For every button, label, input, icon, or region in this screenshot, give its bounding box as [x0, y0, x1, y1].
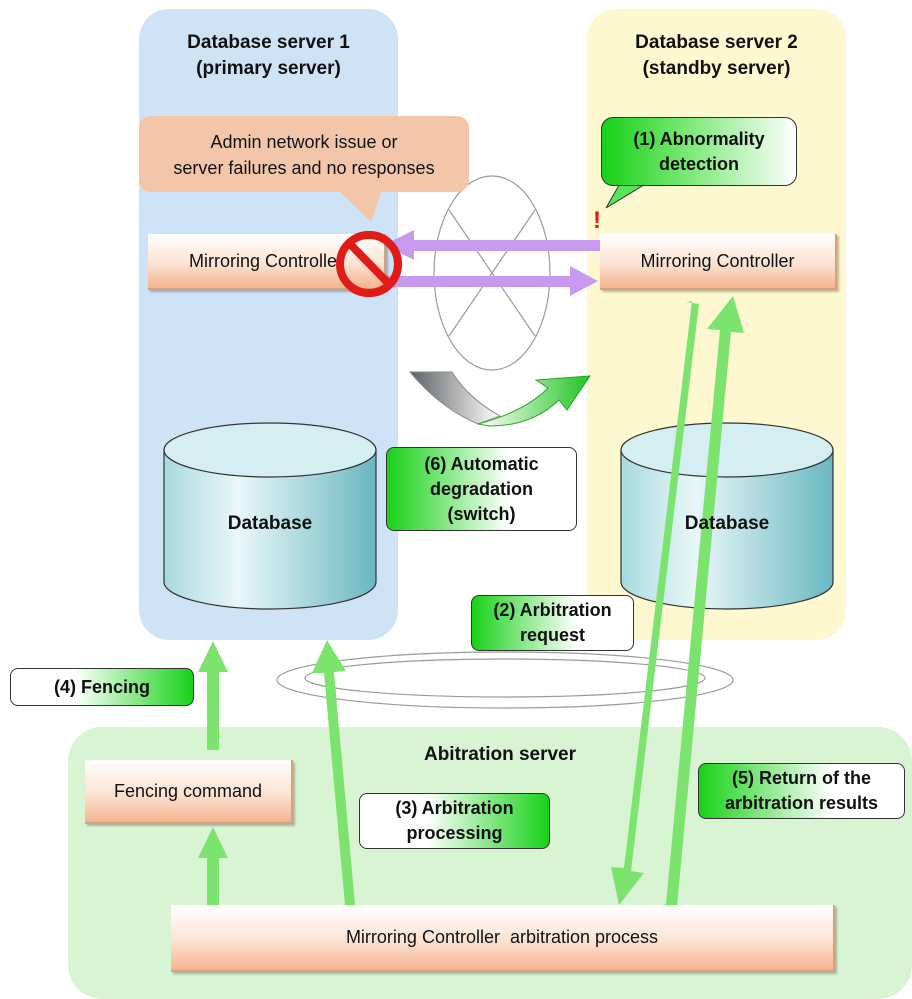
alert-mark: ! — [593, 207, 601, 234]
primary-server-name: Database server 1 — [187, 32, 350, 53]
fencing-command-box: Fencing command — [85, 760, 293, 824]
database-cylinder-primary — [163, 422, 377, 610]
arbitration-process-box: Mirroring Controller arbitration process — [171, 905, 835, 972]
green-arrows — [198, 296, 744, 906]
arbitration-server-title: Abitration server — [423, 744, 577, 765]
arrow-command-head — [198, 827, 228, 858]
step-4-label: (4) Fencing — [10, 668, 194, 706]
callout-line1: Admin network issue or — [210, 132, 398, 152]
step-6-label: (6) Automatic degradation (switch) — [386, 447, 577, 531]
standby-server-title: Database server 2 (standby server) — [587, 30, 846, 82]
callout-line2: server failures and no responses — [173, 158, 435, 178]
arrow-arbitration-to-primary — [312, 640, 355, 905]
mirroring-controller-primary: Mirroring Controller — [148, 234, 386, 290]
standby-server-role: (standby server) — [642, 58, 791, 79]
failure-callout-text: Admin network issue or server failures a… — [139, 129, 469, 181]
arrow-fencing-head — [198, 641, 228, 672]
database-label-standby: Database — [684, 513, 770, 534]
arrow-fencing-shaft — [207, 670, 219, 750]
primary-server-title: Database server 1 (primary server) — [139, 30, 398, 82]
arrow-arbitration-results — [664, 296, 744, 906]
failure-callout — [139, 116, 469, 192]
arrow-arbitration-request — [611, 301, 699, 905]
database-label-primary: Database — [227, 513, 313, 534]
step-5-label: (5) Return of the arbitration results — [698, 763, 905, 819]
step-1-label: (1) Abnormality detection — [601, 117, 797, 186]
standby-server-name: Database server 2 — [635, 32, 798, 53]
callout-pointer — [338, 190, 382, 222]
arrow-command-shaft — [207, 855, 219, 905]
switch-curve-green — [477, 375, 591, 427]
admin-network-cloud — [433, 175, 551, 371]
step-3-label: (3) Arbitration processing — [359, 793, 550, 849]
primary-server-role: (primary server) — [196, 58, 341, 79]
heartbeat-arrows — [384, 230, 600, 296]
mirroring-controller-standby: Mirroring Controller — [600, 234, 837, 290]
arbitration-network-ring — [276, 651, 734, 709]
switch-curve-grey — [408, 371, 502, 425]
step-2-label: (2) Arbitration request — [471, 595, 634, 651]
